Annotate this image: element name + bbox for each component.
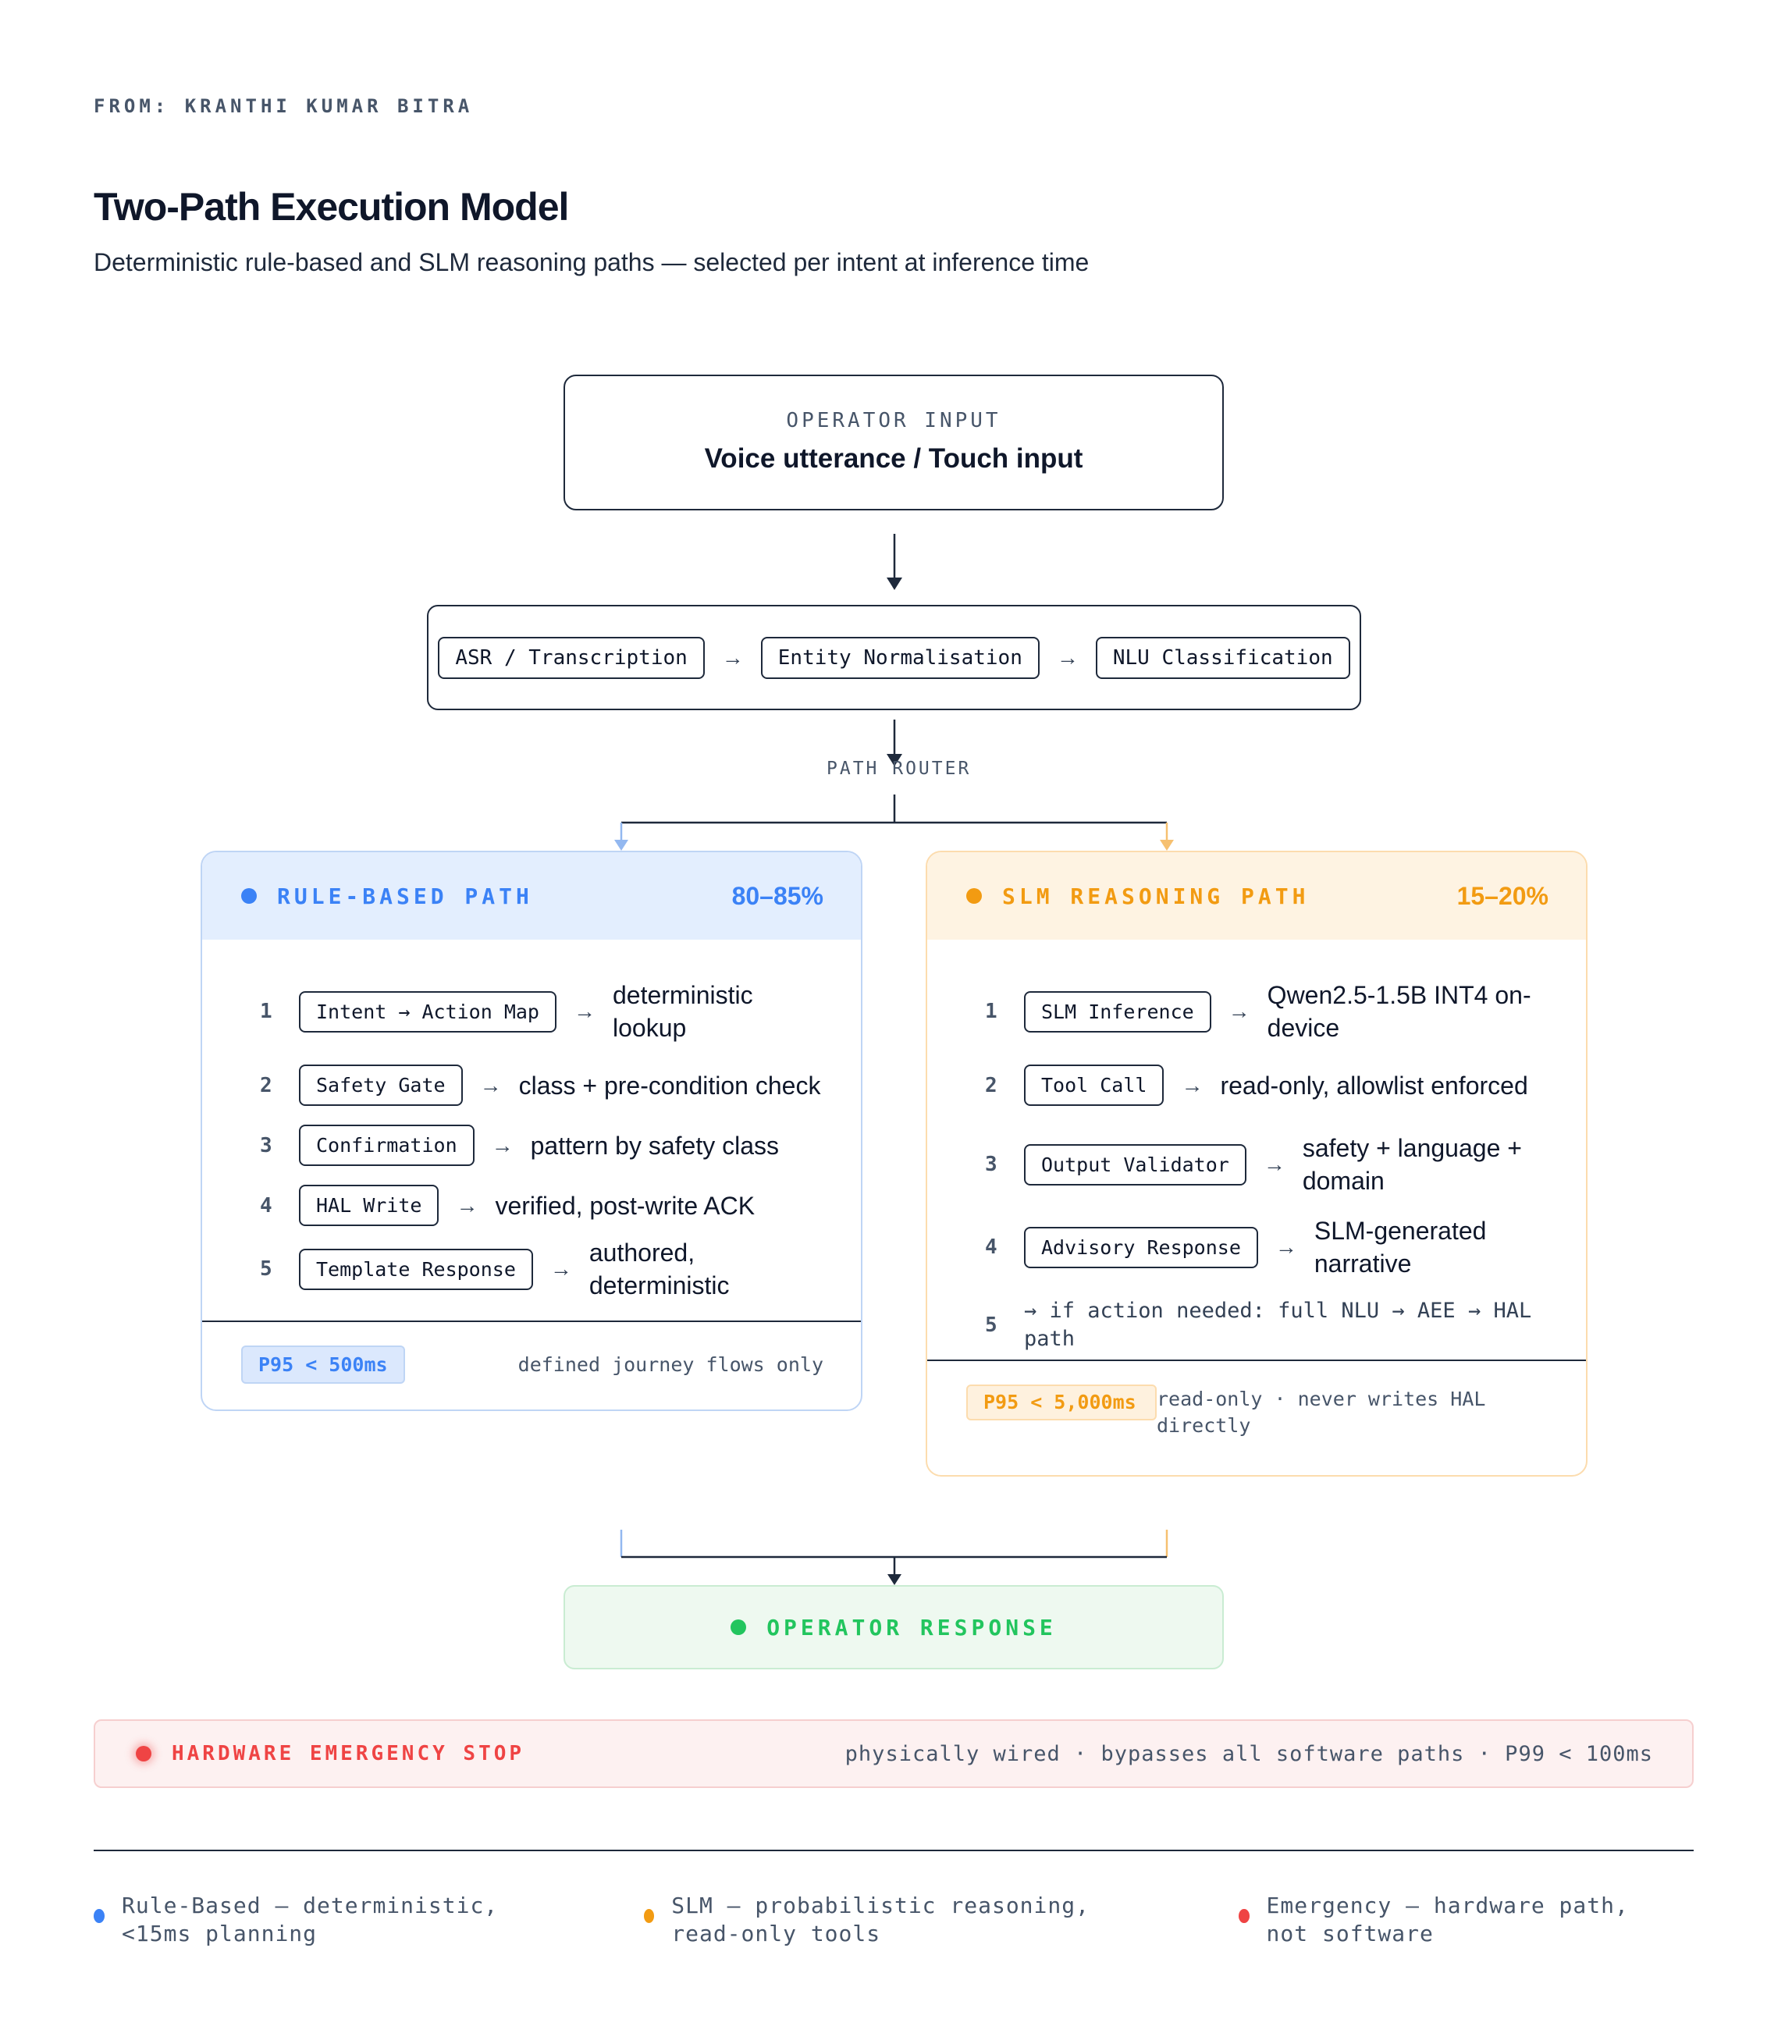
step-description: safety + language + domain	[1302, 1134, 1522, 1195]
slm-step-1: 1 SLM Inference → Qwen2.5-1.5B INT4 on-d…	[927, 979, 1586, 1044]
rule-step-1: 1 Intent → Action Map → deterministic lo…	[202, 979, 861, 1044]
step-number: 4	[260, 1193, 272, 1218]
step-chip: HAL Write	[299, 1185, 439, 1226]
legend-blue-dot-icon	[94, 1909, 105, 1923]
step-description: SLM-generated narrative	[1314, 1217, 1487, 1278]
step-description: verified, post-write ACK	[495, 1191, 756, 1220]
step-description: Qwen2.5-1.5B INT4 on-device	[1267, 981, 1531, 1042]
legend-text: SLM — probabilistic reasoning, read-only…	[671, 1893, 1090, 1946]
legend-orange-dot-icon	[644, 1909, 655, 1923]
step-chip: Safety Gate	[299, 1065, 463, 1106]
operator-input-node: OPERATOR INPUT Voice utterance / Touch i…	[564, 375, 1224, 510]
step-arrow: →	[1181, 1072, 1204, 1097]
slm-dot-icon	[966, 888, 982, 904]
hardware-emergency-stop-bar: HARDWARE EMERGENCY STOP physically wired…	[94, 1719, 1694, 1788]
step-arrow: →	[1228, 999, 1250, 1023]
step-description: class + pre-condition check	[518, 1071, 821, 1100]
step-arrow: →	[549, 1257, 572, 1281]
slm-footer-note: read-only · never writes HAL directly	[1157, 1388, 1486, 1437]
step-description: authored, deterministic	[588, 1239, 730, 1299]
rule-footer-note: defined journey flows only	[517, 1353, 823, 1376]
page-title: Two-Path Execution Model	[94, 185, 569, 229]
slm-step-3: 3 Output Validator → safety + language +…	[927, 1132, 1586, 1197]
operator-response-label: OPERATOR RESPONSE	[766, 1614, 1057, 1641]
pipeline-arrow-2: →	[1056, 645, 1079, 670]
step-number: 2	[260, 1073, 272, 1097]
step-arrow: →	[1275, 1235, 1297, 1259]
legend-red-dot-icon	[1239, 1909, 1250, 1923]
nlu-classification-chip: NLU Classification	[1095, 636, 1350, 679]
step-chip: Confirmation	[299, 1125, 475, 1166]
step-arrow: →	[491, 1132, 514, 1157]
page-subtitle: Deterministic rule-based and SLM reasoni…	[94, 248, 1090, 276]
slm-path-title: SLM REASONING PATH	[1002, 883, 1310, 909]
step-number: 1	[260, 1000, 272, 1023]
step-chip: SLM Inference	[1024, 990, 1211, 1033]
emergency-stop-label: HARDWARE EMERGENCY STOP	[172, 1742, 525, 1765]
author-label: FROM: KRANTHI KUMAR BITRA	[94, 95, 474, 117]
step-number: 4	[985, 1235, 997, 1259]
pipeline-arrow-1: →	[721, 645, 744, 670]
rule-based-path-title: RULE-BASED PATH	[277, 883, 533, 909]
legend-text: Rule-Based — deterministic, <15ms planni…	[122, 1893, 499, 1946]
step-arrow: →	[479, 1072, 502, 1097]
step-number: 2	[985, 1073, 997, 1097]
rule-footer-divider	[202, 1321, 861, 1322]
rule-based-path-share: 80–85%	[731, 881, 823, 910]
step-chip: Intent → Action Map	[299, 990, 556, 1033]
slm-latency-badge: P95 < 5,000ms	[966, 1385, 1157, 1420]
entity-normalisation-chip: Entity Normalisation	[760, 636, 1040, 679]
slm-path-share: 15–20%	[1456, 881, 1548, 910]
operator-input-label: OPERATOR INPUT	[786, 409, 1001, 432]
legend-item-rule-based: Rule-Based — deterministic, <15ms planni…	[94, 1892, 578, 1948]
step-arrow: →	[456, 1193, 478, 1218]
rule-step-4: 4 HAL Write → verified, post-write ACK	[202, 1185, 861, 1226]
slm-step-4: 4 Advisory Response → SLM-generated narr…	[927, 1214, 1586, 1280]
rule-based-path-panel: RULE-BASED PATH 80–85% 1 Intent → Action…	[201, 851, 862, 1411]
legend-item-slm: SLM — probabilistic reasoning, read-only…	[644, 1892, 1143, 1948]
step-number: 5	[260, 1257, 272, 1281]
slm-path-header: SLM REASONING PATH 15–20%	[927, 852, 1586, 940]
step-chip: Template Response	[299, 1248, 533, 1290]
step-chip: Advisory Response	[1024, 1226, 1258, 1268]
step-description: deterministic lookup	[612, 981, 753, 1042]
preprocessing-pipeline: ASR / Transcription → Entity Normalisati…	[427, 605, 1361, 710]
operator-response-node: OPERATOR RESPONSE	[564, 1585, 1224, 1669]
rule-step-5: 5 Template Response → authored, determin…	[202, 1236, 861, 1302]
step-arrow: →	[573, 999, 596, 1023]
asr-stage-chip: ASR / Transcription	[438, 636, 705, 679]
step-arrow: →	[1263, 1152, 1285, 1176]
legend-divider	[94, 1850, 1694, 1851]
legend-text: Emergency — hardware path, not software	[1266, 1893, 1629, 1946]
slm-reasoning-path-panel: SLM REASONING PATH 15–20% 1 SLM Inferenc…	[926, 851, 1588, 1477]
slm-footer-divider	[927, 1360, 1586, 1361]
step-description: → if action needed: full NLU → AEE → HAL…	[1024, 1299, 1532, 1351]
rule-based-dot-icon	[241, 888, 257, 904]
legend-item-emergency: Emergency — hardware path, not software	[1239, 1892, 1676, 1948]
step-chip: Output Validator	[1024, 1143, 1246, 1186]
response-dot-icon	[731, 1619, 747, 1635]
step-number: 3	[985, 1153, 997, 1176]
step-number: 5	[985, 1313, 997, 1337]
step-number: 3	[260, 1133, 272, 1157]
step-description: pattern by safety class	[530, 1131, 779, 1160]
step-chip: Tool Call	[1024, 1065, 1164, 1106]
operator-input-value: Voice utterance / Touch input	[704, 443, 1083, 474]
emergency-dot-icon	[136, 1746, 151, 1761]
emergency-stop-note: physically wired · bypasses all software…	[844, 1741, 1653, 1766]
rule-latency-badge: P95 < 500ms	[241, 1345, 405, 1384]
rule-based-path-header: RULE-BASED PATH 80–85%	[202, 852, 861, 940]
rule-step-3: 3 Confirmation → pattern by safety class	[202, 1125, 861, 1166]
rule-step-2: 2 Safety Gate → class + pre-condition ch…	[202, 1065, 861, 1106]
slm-step-2: 2 Tool Call → read-only, allowlist enfor…	[927, 1065, 1586, 1106]
slm-step-5: 5 → if action needed: full NLU → AEE → H…	[927, 1297, 1586, 1353]
path-router-label: PATH ROUTER	[827, 759, 972, 779]
step-description: read-only, allowlist enforced	[1220, 1071, 1528, 1100]
step-number: 1	[985, 1000, 997, 1023]
